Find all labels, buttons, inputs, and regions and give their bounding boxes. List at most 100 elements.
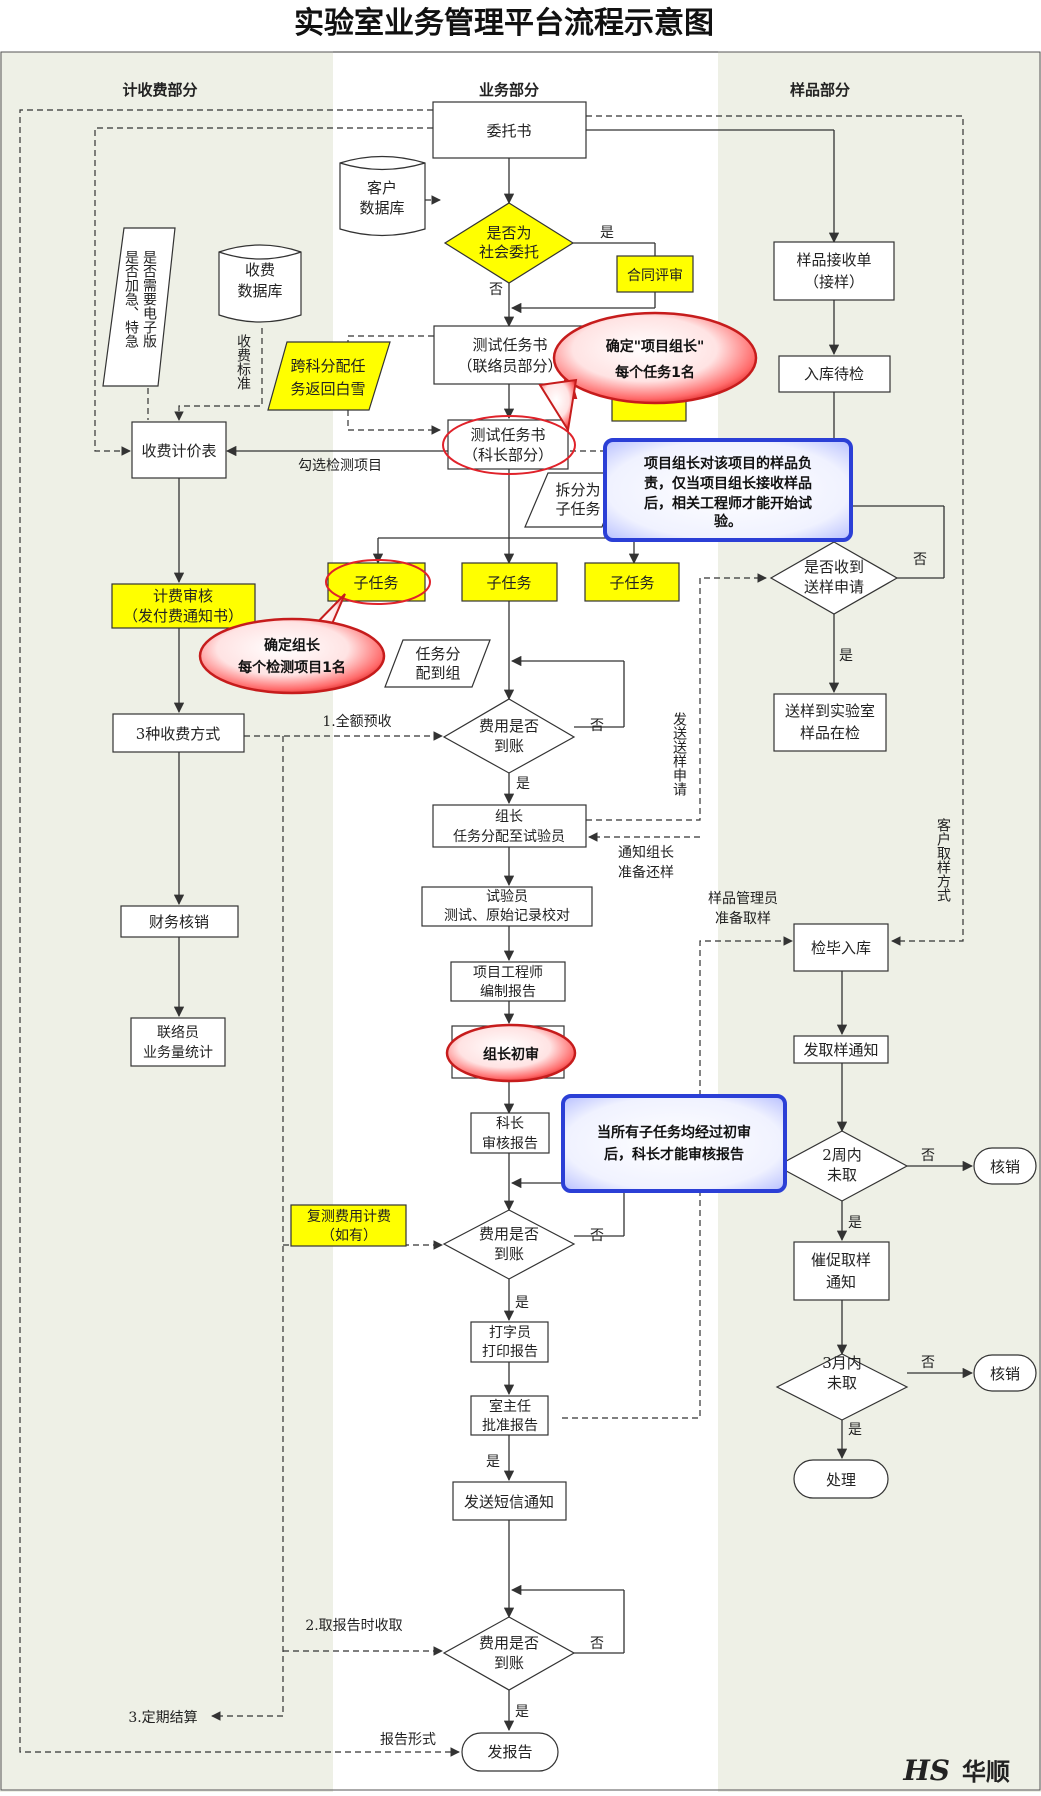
svg-text:配到组: 配到组 [415, 664, 460, 682]
svg-text:数据库: 数据库 [359, 199, 404, 217]
decision-three-months[interactable]: 3月内 未取 [775, 1353, 909, 1421]
svg-text:任务分配至试验员: 任务分配至试验员 [453, 829, 565, 845]
svg-text:后，科长才能审核报告: 后，科长才能审核报告 [604, 1146, 744, 1163]
node-dispose[interactable]: 处理 [793, 1459, 889, 1499]
svg-text:送样申请: 送样申请 [804, 578, 864, 596]
svg-text:样品接收单: 样品接收单 [796, 251, 871, 269]
node-cross-department[interactable]: 跨科分配任 务返回白雪 [267, 341, 391, 411]
label-no: 否 [489, 282, 503, 298]
svg-text:入库待检: 入库待检 [804, 365, 864, 383]
node-subtask-3[interactable]: 子任务 [584, 562, 680, 602]
svg-text:批准报告: 批准报告 [482, 1418, 538, 1434]
node-retest-fee[interactable]: 复测费用计费 （如有） [290, 1204, 407, 1247]
svg-text:审核报告: 审核报告 [482, 1136, 538, 1152]
node-typist[interactable]: 打字员 打印报告 [470, 1321, 549, 1363]
node-tester[interactable]: 试验员 测试、原始记录校对 [421, 886, 593, 927]
node-sample-receipt[interactable]: 样品接收单 （接样） [773, 241, 895, 301]
callout-group-leader: 确定组长 每个检测项目1名 [198, 593, 386, 695]
svg-text:收费计价表: 收费计价表 [141, 442, 216, 460]
decision-fee-2[interactable]: 费用是否 到账 [442, 1209, 576, 1280]
column-header-sample: 样品部分 [790, 81, 850, 99]
node-pricing-table[interactable]: 收费计价表 [131, 421, 227, 479]
node-writeoff-2[interactable]: 核销 [973, 1354, 1037, 1392]
decision-sample-request[interactable]: 是否收到 送样申请 [769, 541, 899, 615]
svg-text:组长: 组长 [495, 809, 523, 825]
svg-text:业务量统计: 业务量统计 [143, 1045, 213, 1061]
svg-text:打印报告: 打印报告 [482, 1343, 538, 1360]
label-no: 否 [590, 1636, 604, 1652]
label-full-prepay: 1.全额预收 [322, 713, 391, 730]
node-fee-audit[interactable]: 计费审核 （发付费通知书） [111, 583, 256, 629]
decision-fee-1[interactable]: 费用是否 到账 [442, 698, 576, 774]
node-finance-writeoff[interactable]: 财务核销 [120, 905, 239, 938]
label-yes: 是 [839, 648, 853, 664]
svg-text:费用是否: 费用是否 [479, 717, 539, 735]
node-deliver-sample[interactable]: 送样到实验室 样品在检 [773, 693, 887, 752]
column-header-business: 业务部分 [479, 81, 539, 99]
node-writeoff-1[interactable]: 核销 [973, 1147, 1037, 1185]
label-customer-pickup: 客户取样方式 [935, 817, 951, 902]
svg-text:是否为: 是否为 [486, 224, 531, 242]
node-split-subtasks[interactable]: 拆分为 子任务 [524, 472, 623, 528]
svg-text:委托书: 委托书 [486, 122, 531, 140]
svg-text:客户取样方式: 客户取样方式 [935, 817, 951, 902]
node-director-approve[interactable]: 室主任 批准报告 [470, 1395, 549, 1436]
node-post-test-storage[interactable]: 检毕入库 [793, 923, 889, 972]
svg-text:社会委托: 社会委托 [479, 243, 539, 261]
node-issue-report[interactable]: 发报告 [461, 1732, 559, 1772]
svg-text:子任务: 子任务 [609, 574, 654, 592]
svg-text:收费标准: 收费标准 [235, 334, 251, 390]
callout-sample-responsibility: 项目组长对该项目的样品负 责，仅当项目组长接收样品 后，相关工程师才能开始试 验… [603, 438, 853, 542]
node-test-task-section[interactable]: 测试任务书 （科长部分） [442, 415, 576, 475]
node-customer-database[interactable]: 客户 数据库 [339, 155, 426, 237]
svg-text:科长: 科长 [496, 1116, 524, 1132]
node-section-chief-review[interactable]: 科长 审核报告 [470, 1112, 550, 1154]
label-yes: 是 [600, 225, 614, 241]
svg-text:收费: 收费 [245, 261, 275, 279]
label-periodic-settlement: 3.定期结算 [128, 1710, 197, 1726]
node-fee-database[interactable]: 收费 数据库 [218, 244, 302, 323]
decision-social-commission[interactable]: 是否为 社会委托 [443, 202, 575, 284]
label-no: 否 [913, 552, 927, 568]
svg-text:核销: 核销 [990, 1365, 1020, 1383]
node-weituoshu[interactable]: 委托书 [432, 101, 587, 159]
node-group-leader-assign[interactable]: 组长 任务分配至试验员 [432, 804, 587, 848]
node-storage-pending[interactable]: 入库待检 [778, 355, 891, 393]
svg-text:务返回白雪: 务返回白雪 [290, 380, 365, 398]
node-project-engineer[interactable]: 项目工程师 编制报告 [450, 961, 566, 1002]
svg-text:试验员: 试验员 [486, 889, 528, 905]
svg-text:发送送样申请: 发送送样申请 [671, 712, 687, 796]
label-yes: 是 [848, 1215, 862, 1231]
svg-text:任务分: 任务分 [415, 645, 460, 663]
svg-text:到账: 到账 [494, 1654, 524, 1672]
svg-text:未取: 未取 [827, 1166, 857, 1184]
svg-text:后，相关工程师才能开始试: 后，相关工程师才能开始试 [644, 495, 812, 512]
label-yes: 是 [515, 1295, 529, 1311]
node-three-payment-methods[interactable]: 3种收费方式 [112, 713, 245, 753]
svg-text:打字员: 打字员 [489, 1324, 531, 1341]
svg-text:未取: 未取 [827, 1374, 857, 1392]
svg-text:（接样）: （接样） [804, 273, 864, 291]
label-yes: 是 [515, 1704, 529, 1720]
svg-text:（联络员部分）: （联络员部分） [457, 357, 562, 375]
decision-fee-3[interactable]: 费用是否 到账 [442, 1616, 576, 1691]
node-assign-to-group[interactable]: 任务分 配到组 [384, 639, 491, 688]
svg-text:样品管理员: 样品管理员 [708, 891, 778, 907]
label-no: 否 [921, 1355, 935, 1371]
svg-text:复测费用计费: 复测费用计费 [307, 1208, 391, 1225]
node-pickup-notice[interactable]: 发取样通知 [793, 1035, 889, 1064]
node-subtask-2[interactable]: 子任务 [461, 562, 558, 602]
node-urge-pickup[interactable]: 催促取样 通知 [793, 1241, 890, 1301]
node-liaison-stats[interactable]: 联络员 业务量统计 [130, 1017, 226, 1067]
node-contract-review[interactable]: 合同评审 [616, 255, 694, 293]
svg-text:3月内: 3月内 [822, 1354, 862, 1372]
svg-text:催促取样: 催促取样 [811, 1251, 871, 1269]
column-header-billing: 计收费部分 [122, 81, 197, 99]
label-send-request: 发送送样申请 [671, 712, 687, 796]
node-send-sms[interactable]: 发送短信通知 [452, 1481, 567, 1521]
svg-text:确定"项目组长": 确定"项目组长" [606, 338, 705, 355]
svg-text:准备取样: 准备取样 [715, 910, 771, 927]
node-urgent-electronic[interactable]: 是否需要电子版 是否加急、特急 [102, 227, 176, 387]
svg-text:当所有子任务均经过初审: 当所有子任务均经过初审 [597, 1124, 751, 1141]
decision-two-weeks[interactable]: 2周内 未取 [775, 1130, 909, 1202]
